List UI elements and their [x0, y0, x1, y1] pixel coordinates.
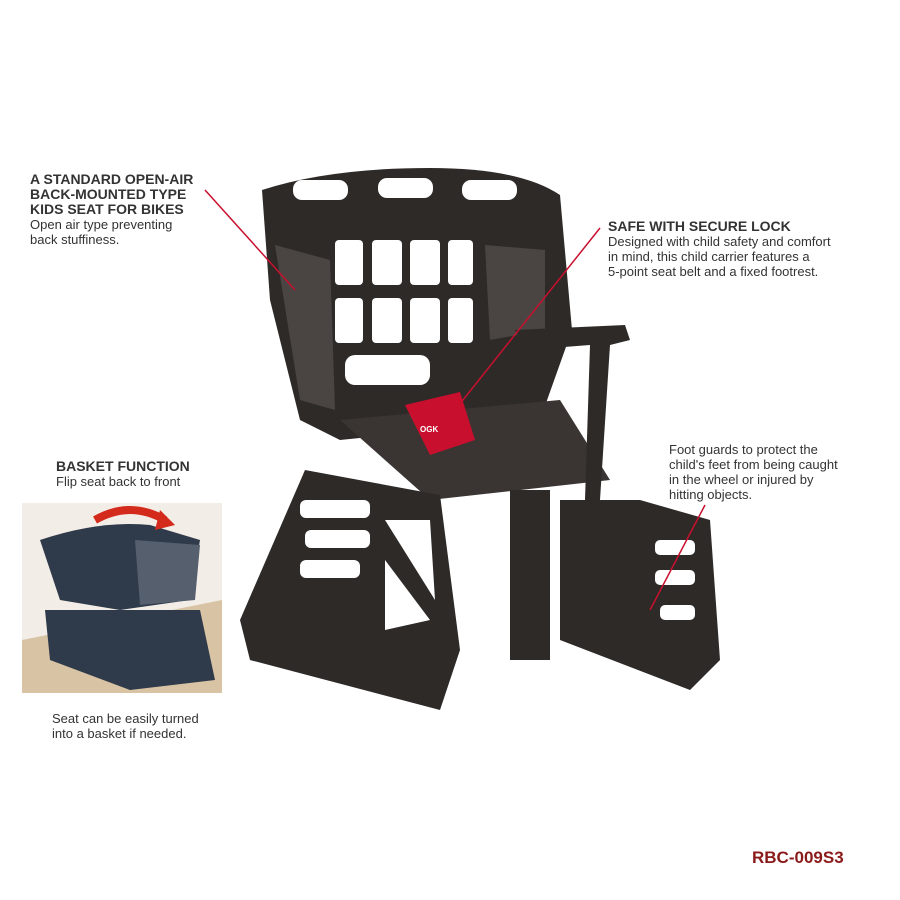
- callout-basket-desc: Seat can be easily turned into a basket …: [52, 711, 199, 741]
- callout-title-line: KIDS SEAT FOR BIKES: [30, 201, 184, 217]
- callout-title-line: BACK-MOUNTED TYPE: [30, 186, 187, 202]
- backrest-vents: [293, 178, 517, 385]
- callout-desc-line: in the wheel or injured by: [669, 472, 814, 487]
- callout-title: BASKET FUNCTION: [56, 458, 190, 474]
- callout-desc-line: Designed with child safety and comfort: [608, 234, 831, 249]
- callout-desc-line: back stuffiness.: [30, 232, 120, 247]
- callout-subtitle: Flip seat back to front: [56, 474, 181, 489]
- callout-desc-line: Foot guards to protect the: [669, 442, 818, 457]
- buckle-logo: OGK: [420, 425, 438, 434]
- callout-foot-guards: Foot guards to protect the child's feet …: [669, 442, 838, 502]
- callout-title: SAFE WITH SECURE LOCK: [608, 218, 791, 234]
- callout-lines: [204, 189, 706, 611]
- callout-basket: BASKET FUNCTION Flip seat back to front: [56, 458, 190, 490]
- callout-desc-line: 5-point seat belt and a fixed footrest.: [608, 264, 819, 279]
- armrest: [515, 325, 630, 500]
- callout-desc-line: hitting objects.: [669, 487, 753, 502]
- callout-desc-line: child's feet from being caught: [669, 457, 838, 472]
- callout-desc-line: Seat can be easily turned: [52, 711, 199, 726]
- seat-base: [340, 400, 610, 500]
- callout-desc-line: in mind, this child carrier features a: [608, 249, 810, 264]
- callout-secure-lock: SAFE WITH SECURE LOCK Designed with chil…: [608, 218, 831, 280]
- mounting-bracket: [510, 490, 550, 660]
- callout-open-air: A STANDARD OPEN-AIR BACK-MOUNTED TYPE KI…: [30, 171, 194, 248]
- model-number: RBC-009S3: [752, 848, 844, 867]
- right-foot-guard: [560, 500, 720, 690]
- callout-desc-line: into a basket if needed.: [52, 726, 187, 741]
- callout-title-line: A STANDARD OPEN-AIR: [30, 171, 194, 187]
- callout-desc-line: Open air type preventing: [30, 217, 173, 232]
- basket-photo: [22, 503, 222, 693]
